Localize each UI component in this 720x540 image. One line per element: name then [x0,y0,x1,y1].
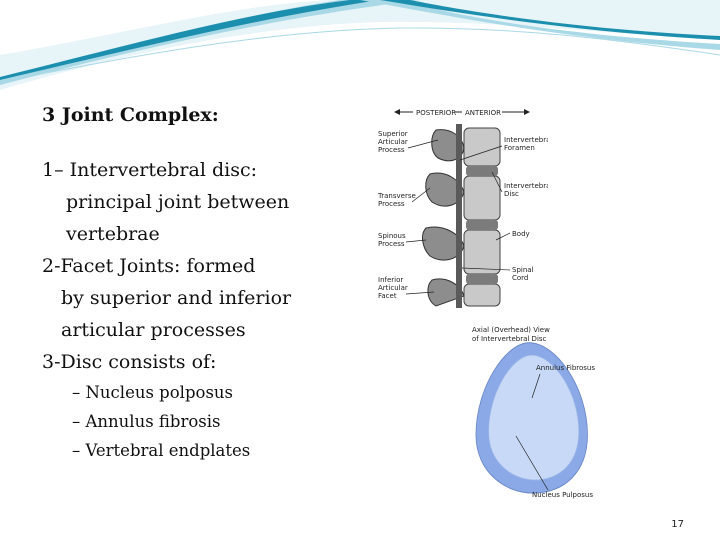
spine-side-view-figure: POSTERIOR ANTERIOR Superior Articular [376,100,548,310]
label-body: Body [512,230,530,238]
item-2-line-1: 2-Facet Joints: formed [42,255,256,277]
item-3-line-1: 3-Disc consists of: [42,351,217,373]
label-disc-2: Disc [504,190,519,198]
item-1-line-3: vertebrae [66,223,160,245]
label-cord-1: Spinal [512,266,534,274]
label-superior-1: Superior [378,130,408,138]
label-nucleus: Nucleus Pulposus [532,491,593,499]
sub-item-annulus: – Annulus fibrosis [72,412,221,431]
item-1-line-2: principal joint between [66,191,290,213]
label-spinous-1: Spinous [378,232,406,240]
sub-item-endplates: – Vertebral endplates [72,441,251,460]
label-annulus: Annulus Fibrosus [536,364,595,372]
label-disc-1: Intervertebral [504,182,548,190]
nucleus-pulposus-shape [488,354,580,481]
disc-caption-line-2: of Intervertebral Disc [472,335,547,343]
spine-right-labels: Intervertebral Foramen Intervertebral Di… [504,136,548,282]
page-number: 17 [671,519,684,530]
label-inferior-1: Inferior [378,276,403,284]
axial-disc-figure: Axial (Overhead) View of Intervertebral … [470,322,600,507]
disc-caption-line-1: Axial (Overhead) View [472,326,550,334]
main-text-block: 3 Joint Complex: 1– Intervertebral disc:… [42,104,342,465]
item-1-line-1: 1– Intervertebral disc: [42,159,257,181]
slide-title: 3 Joint Complex: [42,104,219,126]
header-posterior: POSTERIOR [416,109,456,117]
label-superior-3: Process [378,146,405,154]
header-wave-decoration [0,0,720,90]
label-cord-2: Cord [512,274,528,282]
header-anterior: ANTERIOR [465,109,501,117]
sub-item-nucleus: – Nucleus polposus [72,383,234,402]
label-inferior-2: Articular [378,284,408,292]
spine-left-labels: Superior Articular Process Transverse Pr… [377,130,416,300]
label-foramen-1: Intervertebral [504,136,548,144]
label-superior-2: Articular [378,138,408,146]
item-2-line-2: by superior and inferior [61,287,292,309]
label-foramen-2: Foramen [504,144,535,152]
label-inferior-3: Facet [378,292,397,300]
item-2-line-3: articular processes [61,319,246,341]
label-transverse-1: Transverse [377,192,416,200]
label-spinous-2: Process [378,240,405,248]
label-transverse-2: Process [378,200,405,208]
